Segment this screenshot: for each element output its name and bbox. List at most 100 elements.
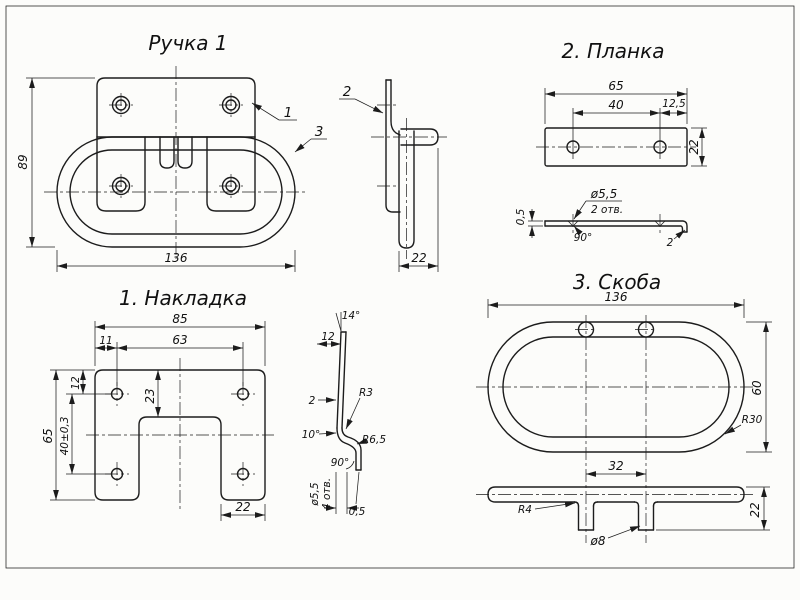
centerlines [371, 104, 447, 259]
centerlines [44, 66, 308, 259]
dim-label: R4 [518, 504, 532, 516]
view-skoba-front: 32 R4 ø8 22 [476, 459, 770, 548]
dim-handle-height: 89 [16, 77, 95, 248]
strip-bottom-line [544, 225, 684, 233]
dim-profile-radius-bottom: R6,5 [356, 434, 386, 446]
dim-label: ø8 [590, 534, 606, 548]
dim-planka-hole-edge: 12,5 [660, 98, 687, 116]
profile-outer-upper [336, 331, 342, 429]
dim-skoba-leg-spacing: 32 [586, 459, 646, 477]
dim-nakladka-notch-depth: 23 [143, 370, 161, 417]
dim-label: 65 [41, 428, 55, 443]
dim-profile-hole: ø5,5 4 отв. [309, 472, 359, 514]
plate-left-leg [96, 136, 146, 212]
dim-label: R3 [359, 387, 373, 399]
dim-label: 0,5 [349, 506, 366, 518]
strip-top-line [544, 220, 688, 233]
bail-side-bar [398, 130, 415, 249]
dim-profile-edge-thickness: 0,5 [349, 471, 366, 518]
callout-3: 3 [294, 124, 327, 153]
dim-handle-depth: 22 [398, 148, 439, 272]
dim-profile-angle-bottom: 90° [331, 457, 355, 470]
dim-nakladka-width: 85 [94, 312, 266, 366]
rivet-holes [109, 93, 243, 198]
dim-handle-width: 136 [56, 250, 296, 272]
sheet-frame [5, 5, 795, 569]
dim-label: 12 [70, 376, 82, 390]
dim-label: 85 [172, 312, 187, 326]
dim-label: 65 [608, 79, 623, 93]
dim-label: 12,5 [662, 98, 686, 110]
dim-nakladka-hole-spacing: 63 [117, 333, 244, 386]
dim-planka-hole-note: ø5,5 2 отв. [573, 187, 623, 220]
dim-label: 12 [321, 331, 335, 343]
view-planka-profile: ø5,5 2 отв. 0,5 90° 2 [515, 187, 688, 249]
dim-label: 0,5 [515, 208, 527, 225]
callout-2: 2 [339, 84, 384, 114]
nakladka-outline [94, 369, 266, 501]
view-nakladka-front: 1. Накладка 85 11 63 12 23 65 [41, 286, 274, 521]
dim-label: 22 [748, 502, 762, 517]
dim-label: 22 [411, 251, 426, 265]
dim-label-count: 2 отв. [591, 204, 623, 216]
dim-label: 11 [99, 335, 112, 347]
dim-profile-thickness: 2 [309, 395, 336, 407]
nakladka-holes [105, 382, 255, 486]
dim-skoba-leg-height: 22 [656, 486, 770, 531]
dim-skoba-height: 60 [746, 321, 772, 453]
dim-planka-csk-angle: 90° [574, 225, 593, 244]
dim-profile-radius-top: R3 [345, 387, 373, 430]
dim-planka-height: 22 [687, 127, 707, 167]
view-planka-front: 2. Планка 65 40 12,5 22 [536, 39, 707, 167]
dim-planka-flange: 2 [667, 229, 686, 249]
dim-label: 10° [302, 429, 321, 441]
callout-label: 2 [343, 84, 352, 100]
callout-1: 1 [251, 102, 297, 121]
dim-nakladka-leg-width: 22 [220, 500, 266, 521]
hinge-tab-left [159, 136, 175, 169]
dim-label: 22 [235, 500, 250, 514]
dim-planka-width: 65 [544, 79, 688, 124]
view-skoba-top: 3. Скоба 136 60 R30 [476, 270, 772, 543]
dim-label: 14° [342, 310, 361, 322]
dim-label: R6,5 [362, 434, 386, 446]
dim-nakladka-hole-edge: 11 [95, 335, 118, 386]
dim-nakladka-height: 65 [41, 369, 95, 501]
view-handle-side: 22 2 [339, 79, 447, 272]
plate-right-leg [206, 136, 256, 212]
dim-skoba-radius: R30 [724, 414, 763, 435]
dim-skoba-wire-dia: ø8 [590, 525, 641, 548]
dim-label-dia: ø5,5 [309, 482, 321, 506]
profile-inner-lower [341, 427, 362, 471]
profile-outer-lower [336, 427, 357, 471]
dim-profile-flange-top: 12 [317, 331, 341, 347]
profile-inner-upper [341, 331, 347, 429]
wire-leg-left [573, 501, 599, 531]
callout-label: 3 [315, 124, 324, 140]
hinge-tab-right [177, 136, 193, 169]
dim-label: 32 [608, 459, 623, 473]
callout-label: 1 [284, 105, 293, 121]
handle-title: Ручка 1 [148, 31, 227, 55]
dim-label: 22 [687, 139, 701, 154]
view-handle-front: Ручка 1 89 136 1 3 [16, 31, 327, 272]
dim-label: 136 [605, 290, 628, 304]
dim-profile-angle-mid: 10° [302, 429, 337, 441]
dim-label-count: 4 отв. [321, 478, 333, 510]
dim-profile-angle-top: 14° [335, 310, 361, 332]
dim-label: 90° [574, 232, 593, 244]
dim-label: 23 [143, 388, 157, 403]
countersinks [567, 214, 666, 233]
dim-planka-hole-spacing: 40 [573, 98, 660, 116]
dim-label-dia: ø5,5 [590, 187, 617, 201]
dim-label: 2 [309, 395, 316, 407]
skoba-title: 3. Скоба [573, 270, 661, 294]
dim-skoba-bend-radius: R4 [518, 501, 576, 516]
wire-leg-right [633, 501, 659, 531]
dim-skoba-width: 136 [487, 290, 745, 318]
planka-title: 2. Планка [562, 39, 665, 63]
dim-nakladka-hole-vspacing: 40±0,3 [59, 394, 111, 475]
view-nakladka-profile: 14° 12 2 R3 10° R6,5 90° ø5,5 4 отв. 0,5 [302, 310, 387, 518]
